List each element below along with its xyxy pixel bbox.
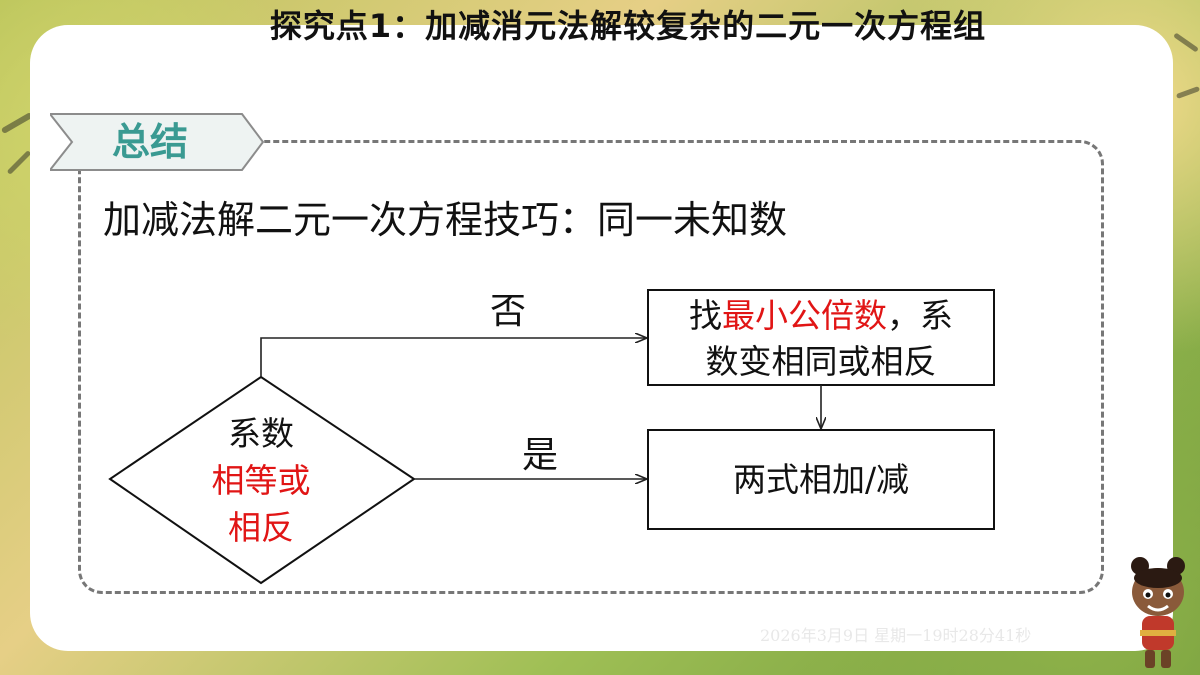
decision-text: 系数 相等或 相反 [186, 410, 336, 551]
cartoon-character-icon [1131, 557, 1185, 668]
box-add-subtract-text: 两式相加/减 [732, 460, 910, 499]
no-branch-label: 否 [490, 291, 527, 332]
summary-dashed-frame [78, 140, 1104, 594]
decision-diamond [108, 375, 416, 585]
decision-line-1: 系数 [228, 414, 294, 453]
arrow-no [260, 338, 646, 377]
box-lcm-highlight: 最小公倍数 [722, 296, 887, 335]
decision-line-2: 相等或 [211, 461, 311, 500]
yes-branch-label: 是 [522, 435, 559, 476]
box-add-subtract [647, 429, 995, 530]
tag-arrow-shape [50, 113, 265, 171]
box-lcm [647, 289, 995, 386]
box-lcm-suffix: ，系 [887, 296, 953, 335]
timestamp-watermark: 2026年3月9日 星期一19时28分41秒 [760, 626, 1032, 645]
summary-tag: 总结 [50, 112, 265, 172]
box-lcm-text: 找最小公倍数，系 数变相同或相反 [650, 293, 992, 385]
box-lcm-line-2: 数变相同或相反 [705, 342, 937, 381]
box-lcm-line-1: 找最小公倍数，系 [650, 293, 992, 339]
decision-line-3: 相反 [228, 508, 294, 547]
summary-tag-label: 总结 [112, 120, 189, 164]
page-title: 探究点1：加减消元法解较复杂的二元一次方程组 [0, 0, 1200, 50]
summary-subtitle: 加减法解二元一次方程技巧：同一未知数 [103, 198, 788, 242]
box-lcm-prefix: 找 [689, 296, 722, 335]
page-title-text: 探究点1：加减消元法解较复杂的二元一次方程组 [269, 7, 987, 45]
